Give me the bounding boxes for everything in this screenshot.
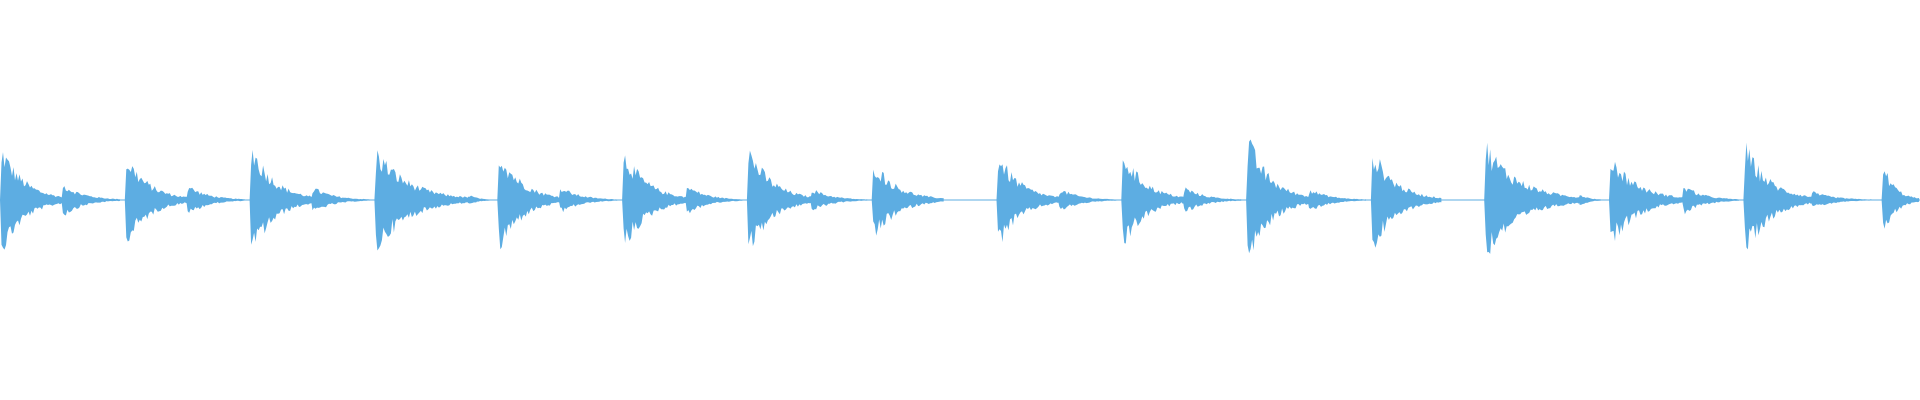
waveform-echo <box>186 187 245 213</box>
waveform-echo <box>1681 188 1739 215</box>
waveform-beats <box>0 139 1920 254</box>
waveform-beat <box>622 155 695 243</box>
waveform-beat <box>1370 158 1442 248</box>
waveform-beat <box>124 166 196 242</box>
waveform-echo <box>1182 187 1242 212</box>
waveform-echo <box>1810 191 1877 206</box>
waveform-beat <box>1881 171 1920 229</box>
waveform-echo <box>311 188 370 211</box>
waveform-echo <box>685 188 743 214</box>
waveform-beat <box>1608 161 1692 242</box>
waveform-echo <box>1578 195 1604 205</box>
waveform-echo <box>558 189 618 213</box>
waveform-echo <box>1307 190 1366 209</box>
waveform-beat <box>497 165 568 250</box>
waveform-echo <box>61 186 120 216</box>
waveform-beat <box>0 152 71 250</box>
waveform-beat <box>1121 160 1192 244</box>
waveform-echo <box>1057 191 1117 210</box>
waveform-beat <box>1743 142 1820 250</box>
waveform-beat <box>1484 142 1588 254</box>
waveform-beat <box>746 150 819 247</box>
waveform-beat <box>996 164 1067 243</box>
waveform-echo <box>466 195 493 204</box>
waveform-beat <box>1246 139 1317 254</box>
waveform-beat <box>249 149 321 245</box>
waveform-beat <box>374 150 477 251</box>
waveform-beat <box>871 169 944 236</box>
waveform-echo <box>810 190 868 211</box>
